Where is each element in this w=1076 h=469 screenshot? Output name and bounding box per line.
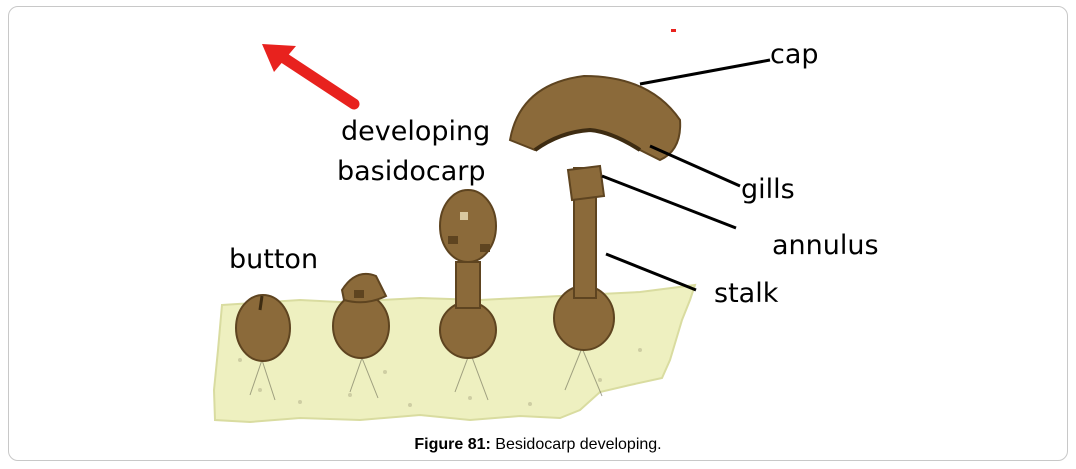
red-arrow-icon (262, 44, 354, 104)
label-button: button (229, 244, 318, 275)
developing-basidiocarp (440, 190, 496, 358)
label-cap: cap (770, 39, 819, 70)
figure-caption: Figure 81: Besidocarp developing. (0, 436, 1076, 454)
label-gills: gills (741, 174, 795, 205)
label-stalk: stalk (714, 278, 779, 309)
label-developing: developing (341, 116, 490, 147)
caption-prefix: Figure 81: (414, 436, 490, 453)
button-stage (236, 295, 290, 361)
label-basidocarp: basidocarp (337, 156, 486, 187)
label-annulus: annulus (772, 230, 879, 261)
mushroom-annulus (568, 166, 604, 200)
red-mark (671, 29, 676, 32)
early-stage (333, 274, 389, 358)
caption-text: Besidocarp developing. (491, 436, 662, 453)
